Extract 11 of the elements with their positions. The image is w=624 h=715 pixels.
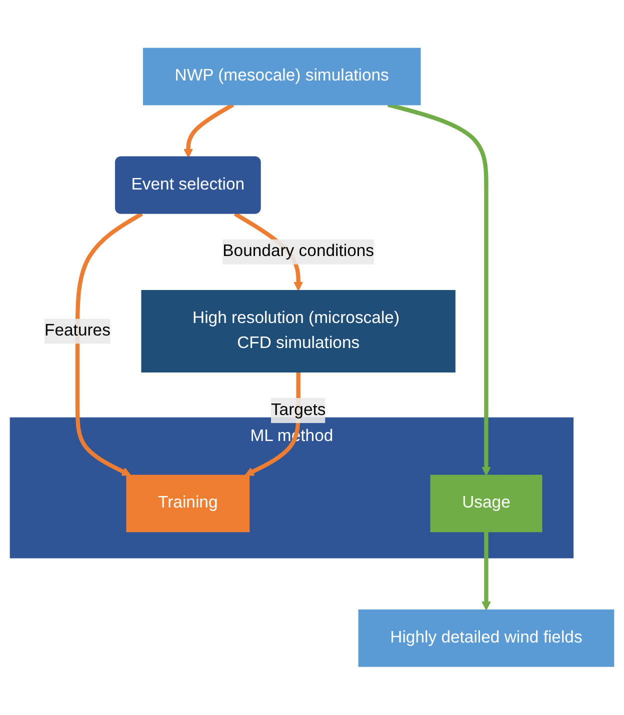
node-box: Training: [126, 474, 250, 532]
edge-label: Targets: [270, 401, 326, 420]
edge-label: Features: [44, 322, 110, 340]
edge-label: Boundary conditions: [222, 242, 374, 260]
node-box: Usage: [430, 474, 542, 532]
node-box: Highly detailed wind fields: [358, 610, 614, 668]
node-box: High resolution (microscale) CFD simulations: [141, 290, 456, 373]
arrow: [184, 103, 234, 158]
node-box: NWP (mesocale) simulations: [142, 48, 421, 106]
arrow: [482, 532, 491, 611]
arrow: [75, 212, 143, 476]
